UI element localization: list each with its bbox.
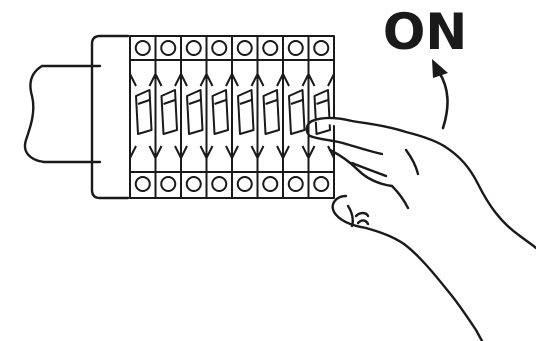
hand-icon	[305, 116, 536, 341]
breaker-module	[282, 35, 310, 199]
terminal-screw-top	[262, 40, 279, 56]
breaker-toggle-switch	[135, 89, 153, 135]
terminal-screw-top	[134, 40, 151, 56]
terminal-screw-top	[313, 40, 330, 56]
terminal-screw-bottom	[287, 176, 304, 192]
terminal-screw-top	[236, 40, 253, 56]
terminal-screw-top	[211, 40, 228, 56]
terminal-screw-bottom	[313, 176, 330, 192]
terminal-screw-bottom	[211, 176, 228, 192]
cable-bundle-icon	[23, 64, 102, 164]
terminal-screw-bottom	[262, 176, 279, 192]
breaker-row	[129, 35, 335, 199]
breaker-panel	[90, 34, 130, 200]
breaker-module	[180, 35, 208, 199]
terminal-screw-bottom	[160, 176, 177, 192]
terminal-screw-top	[185, 40, 202, 56]
breaker-module	[231, 35, 259, 199]
breaker-toggle-switch	[262, 89, 280, 135]
on-label: ON	[383, 3, 467, 61]
curved-arrow-up-icon	[432, 59, 449, 130]
breaker-toggle-switch	[186, 89, 204, 135]
terminal-screw-bottom	[236, 176, 253, 192]
breaker-toggle-switch	[237, 89, 255, 135]
terminal-screw-top	[287, 40, 304, 56]
breaker-module	[154, 35, 182, 199]
breaker-toggle-switch	[211, 89, 229, 135]
terminal-screw-bottom	[134, 176, 151, 192]
terminal-screw-top	[160, 40, 177, 56]
breaker-module	[129, 35, 157, 199]
breaker-toggle-switch	[288, 89, 306, 135]
breaker-toggle-switch	[313, 89, 331, 135]
breaker-module	[205, 35, 233, 199]
terminal-screw-bottom	[185, 176, 202, 192]
breaker-toggle-switch	[160, 89, 178, 135]
breaker-module	[256, 35, 284, 199]
